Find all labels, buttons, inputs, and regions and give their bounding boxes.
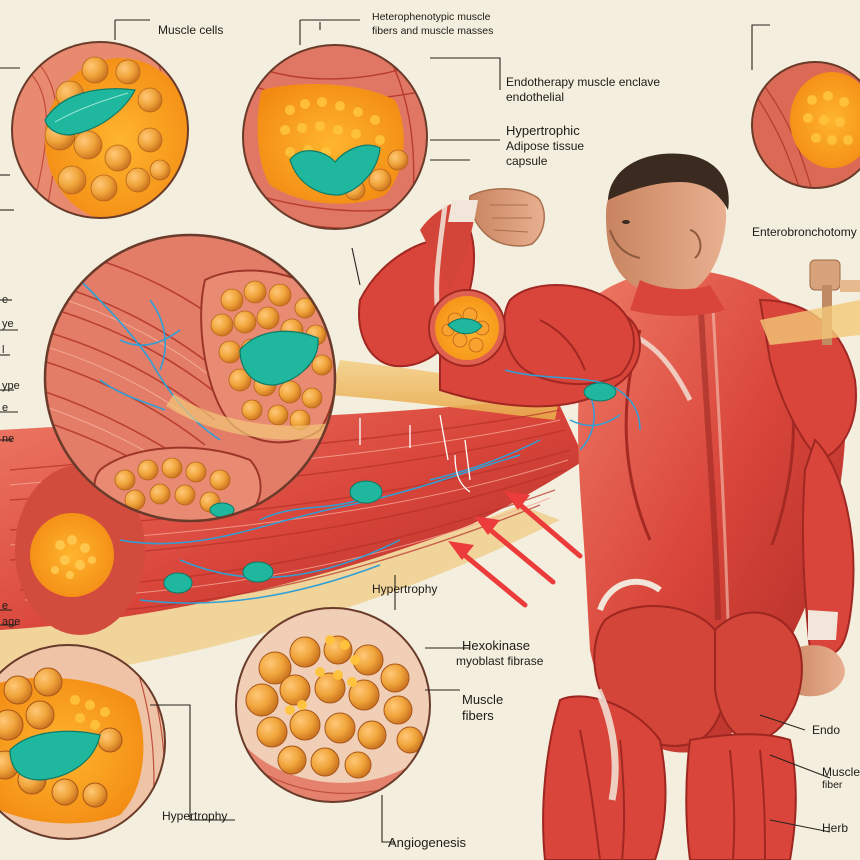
red-arrows xyxy=(448,491,583,608)
inset-circle-top-right xyxy=(751,61,860,189)
label-hexokinase-1: Hexokinase xyxy=(462,638,530,653)
label-stub-3: l xyxy=(2,344,5,356)
label-hypertrophy-mid: Hypertrophy xyxy=(372,582,438,596)
label-stub-7: e xyxy=(2,600,9,612)
label-stub-5: e xyxy=(2,402,9,414)
label-heterophenotypic-2: fibers and muscle masses xyxy=(372,25,494,37)
label-angiogenesis: Angiogenesis xyxy=(388,835,467,850)
label-stub-2: ye xyxy=(2,318,14,330)
label-endotherapy-1: Endotherapy muscle enclave xyxy=(506,75,661,89)
label-stub-8: age xyxy=(2,616,21,628)
label-muscle-fibers-2: fibers xyxy=(462,708,494,723)
label-endotherapy-2: endothelial xyxy=(506,90,565,104)
label-heterophenotypic-1: Heterophenotypic muscle xyxy=(372,11,491,23)
label-enterobronchotomy: Enterobronchotomy xyxy=(752,225,857,239)
label-stub-4: ype xyxy=(2,380,20,392)
label-right-muscle: Muscle xyxy=(822,765,860,779)
label-muscle-cells: Muscle cells xyxy=(158,23,224,37)
label-muscle-fibers-1: Muscle xyxy=(462,692,504,707)
leader-lines xyxy=(0,19,831,843)
inset-circle-top-center xyxy=(242,44,428,230)
label-right-endo: Endo xyxy=(812,723,841,737)
inset-circle-large xyxy=(43,233,337,523)
muscular-figure xyxy=(358,153,860,860)
label-hypertrophic-1: Hypertrophic xyxy=(506,123,580,138)
inset-circle-bottom-left xyxy=(0,644,166,840)
label-hypertrophic-3: capsule xyxy=(506,154,548,168)
label-hexokinase-2: myoblast fibrase xyxy=(456,654,544,668)
label-right-fiber: fiber xyxy=(822,779,843,791)
inset-circle-top-left xyxy=(11,41,189,219)
inset-circle-bottom-center xyxy=(235,607,431,803)
label-hypertrophic-2: Adipose tissue xyxy=(506,139,585,153)
label-hypertrophy-bottom: Hypertrophy xyxy=(162,809,228,823)
label-right-herb: Herb xyxy=(822,821,849,835)
label-stub-1: e xyxy=(2,294,9,306)
label-stub-6: ne xyxy=(2,433,15,445)
